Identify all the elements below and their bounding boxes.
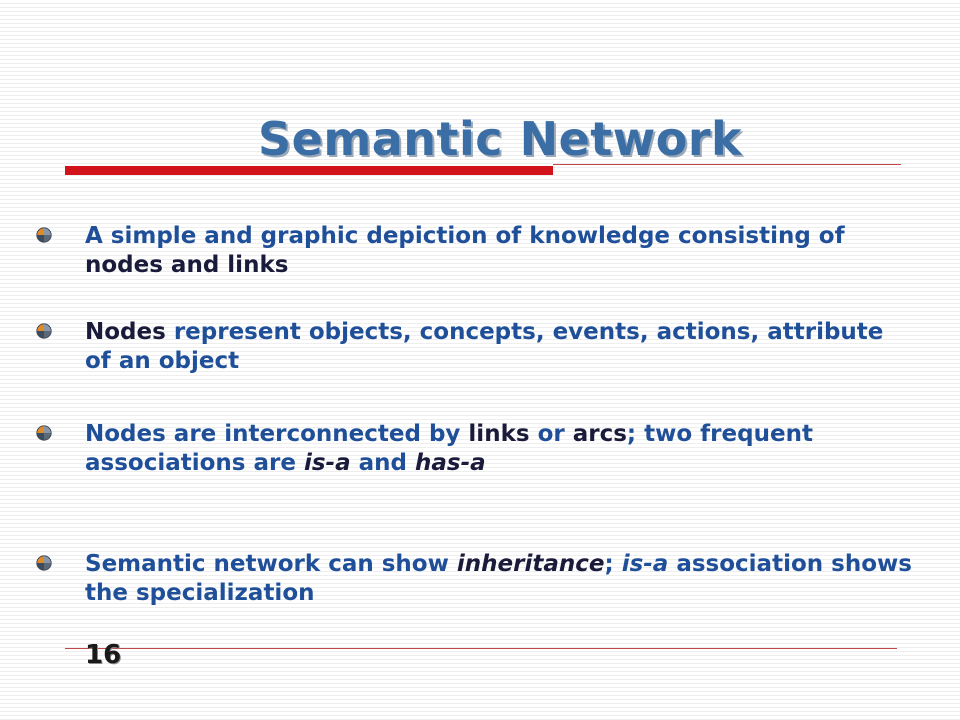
bullet-emphasis: links (468, 421, 530, 447)
bullet-italic: has-a (414, 450, 486, 476)
bullet-text: ; two frequent associations are (85, 421, 813, 476)
bullet-item: Nodes represent objects, concepts, event… (36, 318, 915, 376)
page-number: 16 (85, 640, 122, 670)
footer-divider-line (65, 648, 897, 649)
bullet-emphasis: nodes and links (85, 252, 289, 278)
bullet-text: association shows the specialization (85, 551, 912, 606)
bullet-text: and (350, 450, 415, 476)
bullet-emphasis: arcs (572, 421, 627, 447)
title-accent-rule (65, 166, 553, 175)
bullet-emphasis: Nodes (85, 319, 166, 345)
title-divider-line (553, 164, 901, 165)
bullet-item: Semantic network can show inheritance; i… (36, 550, 915, 608)
bullet-text: Nodes are interconnected by (85, 421, 469, 447)
ball-bullet-icon (36, 323, 52, 339)
ball-bullet-icon (36, 555, 52, 571)
bullet-text: or (529, 421, 573, 447)
bullet-text: A simple and graphic depiction of knowle… (85, 223, 845, 249)
bullet-item: Nodes are interconnected by links or arc… (36, 420, 915, 478)
bullet-text: Semantic network can show (85, 551, 457, 577)
bullet-text: represent objects, concepts, events, act… (85, 319, 884, 374)
bullet-italic: inheritance (456, 551, 605, 577)
slide-title: Semantic Network (258, 112, 743, 166)
bullet-text: ; (604, 551, 622, 577)
bullet-italic: is-a (303, 450, 351, 476)
ball-bullet-icon (36, 425, 52, 441)
bullet-italic: is-a (621, 551, 669, 577)
bullet-item: A simple and graphic depiction of knowle… (36, 222, 915, 280)
ball-bullet-icon (36, 227, 52, 243)
